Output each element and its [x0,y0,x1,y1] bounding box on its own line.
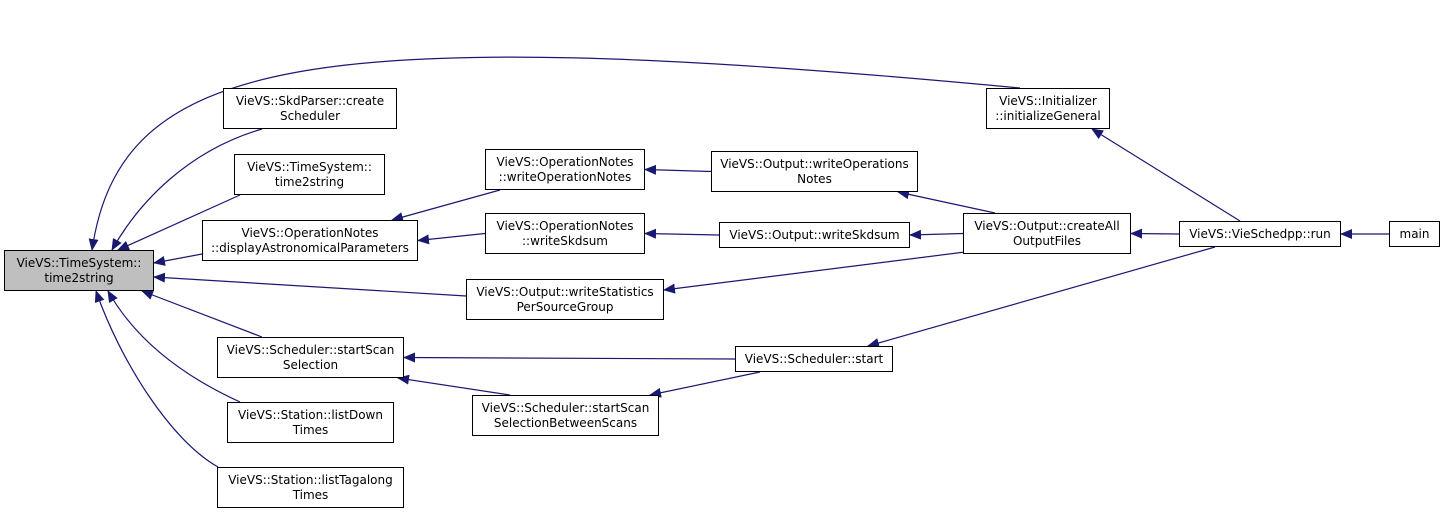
node-output-writeskdsum[interactable]: VieVS::Output::writeSkdsum [719,222,910,248]
node-label-line: VieVS::Output::writeSkdsum [729,227,900,242]
edge-createAll-to-writeStatistics [663,251,966,294]
node-scheduler-startscanselectionbetweenscans[interactable]: VieVS::Scheduler::startScan SelectionBet… [472,395,659,436]
edge-schedStart-to-startScanSelection [403,352,736,363]
edge-outWriteOps-to-writeOperationNotes [644,164,712,175]
edge-displayAstro-to-time2string_root [153,253,203,266]
node-operationnotes-displayastronomicalparameters[interactable]: VieVS::OperationNotes ::displayAstronomi… [202,220,418,261]
node-label-line: Times [292,422,329,437]
node-skdparser-createscheduler[interactable]: VieVS::SkdParser::create Scheduler [223,88,397,129]
node-scheduler-start[interactable]: VieVS::Scheduler::start [735,346,893,372]
node-label-line: VieVS::OperationNotes [241,225,379,240]
node-output-createalloutputfiles[interactable]: VieVS::Output::createAll OutputFiles [963,213,1131,254]
node-timesystem-time2string[interactable]: VieVS::TimeSystem:: time2string [234,154,385,195]
node-vieschedpp-run[interactable]: VieVS::VieSchedpp::run [1179,221,1341,247]
node-label-line: VieVS::TimeSystem:: [16,255,142,270]
node-output-writestatisticspersourcegroup[interactable]: VieVS::Output::writeStatistics PerSource… [466,279,664,320]
node-timesystem-time2string-root: VieVS::TimeSystem:: time2string [4,250,154,291]
node-label-line: time2string [274,174,345,189]
node-label-line: main [1399,226,1430,241]
node-label-line: VieVS::Output::writeOperations [720,156,909,171]
edge-listTagalong-to-time2string_root [94,290,219,468]
node-label-line: Selection [282,357,339,372]
edge-skdparser-to-time2string_root [111,128,263,251]
node-label-line: time2string [44,270,114,285]
edge-run-to-createAll [1130,228,1180,239]
node-label-line: VieVS::TimeSystem:: [247,159,372,174]
edge-createAll-to-outWriteOps [897,189,996,214]
node-label-line: VieVS::OperationNotes [496,154,634,169]
node-label-line: VieVS::OperationNotes [496,218,634,233]
node-label-line: VieVS::Station::listTagalong [228,472,393,487]
node-scheduler-startscanselection[interactable]: VieVS::Scheduler::startScan Selection [217,337,404,378]
edge-initGeneral-to-time2string_root [88,56,1021,251]
node-label-line: ::writeOperationNotes [498,169,632,184]
node-operationnotes-writeoperationnotes[interactable]: VieVS::OperationNotes ::writeOperationNo… [485,149,645,190]
node-output-writeoperationsnotes[interactable]: VieVS::Output::writeOperations Notes [711,151,918,192]
node-label-line: OutputFiles [1012,233,1081,248]
edge-listDownTimes-to-time2string_root [107,290,241,403]
edge-schedStart-to-startScanBetween [649,371,761,398]
node-station-listdowntimes[interactable]: VieVS::Station::listDown Times [227,402,394,443]
node-operationnotes-writeskdsum[interactable]: VieVS::OperationNotes ::writeSkdsum [485,213,645,254]
node-label-line: SelectionBetweenScans [493,415,638,430]
edge-createAll-to-outWriteSkdsum [909,229,964,240]
node-label-line: Scheduler [279,108,341,123]
node-label-line: PerSourceGroup [516,299,614,314]
edge-writeStatistics-to-time2string_root [153,272,467,297]
edge-writeOperationNotes-to-displayAstro [391,189,501,222]
node-label-line: VieVS::Scheduler::startScan [226,342,395,357]
node-label-line: Notes [797,171,832,186]
edge-run-to-schedStart [867,246,1216,348]
edge-writeSkdsumNotes-to-displayAstro [417,232,486,245]
node-initializer-initializegeneral[interactable]: VieVS::Initializer ::initializeGeneral [986,88,1110,129]
node-label-line: VieVS::Output::writeStatistics [476,284,654,299]
node-main[interactable]: main [1389,221,1440,247]
edge-outWriteSkdsum-to-writeSkdsumNotes [644,228,720,239]
node-label-line: VieVS::Scheduler::start [744,351,884,366]
edge-run-to-initGeneral [1091,128,1241,222]
node-label-line: VieVS::Initializer [999,93,1097,108]
node-label-line: VieVS::Station::listDown [238,407,383,422]
node-label-line: VieVS::Output::createAll [974,218,1120,233]
node-label-line: VieVS::VieSchedpp::run [1189,226,1331,241]
edge-startScanBetween-to-startScanSelection [397,374,511,396]
edge-startScanSelection-to-time2string_root [141,290,263,338]
node-label-line: VieVS::Scheduler::startScan [481,400,650,415]
node-label-line: ::initializeGeneral [995,108,1101,123]
edge-timesystem2-to-time2string_root [117,194,241,251]
node-label-line: VieVS::SkdParser::create [235,93,385,108]
node-station-listtagalongtimes[interactable]: VieVS::Station::listTagalong Times [217,467,404,508]
node-label-line: ::writeSkdsum [522,233,608,248]
node-label-line: Times [292,487,329,502]
node-label-line: ::displayAstronomicalParameters [211,240,409,255]
